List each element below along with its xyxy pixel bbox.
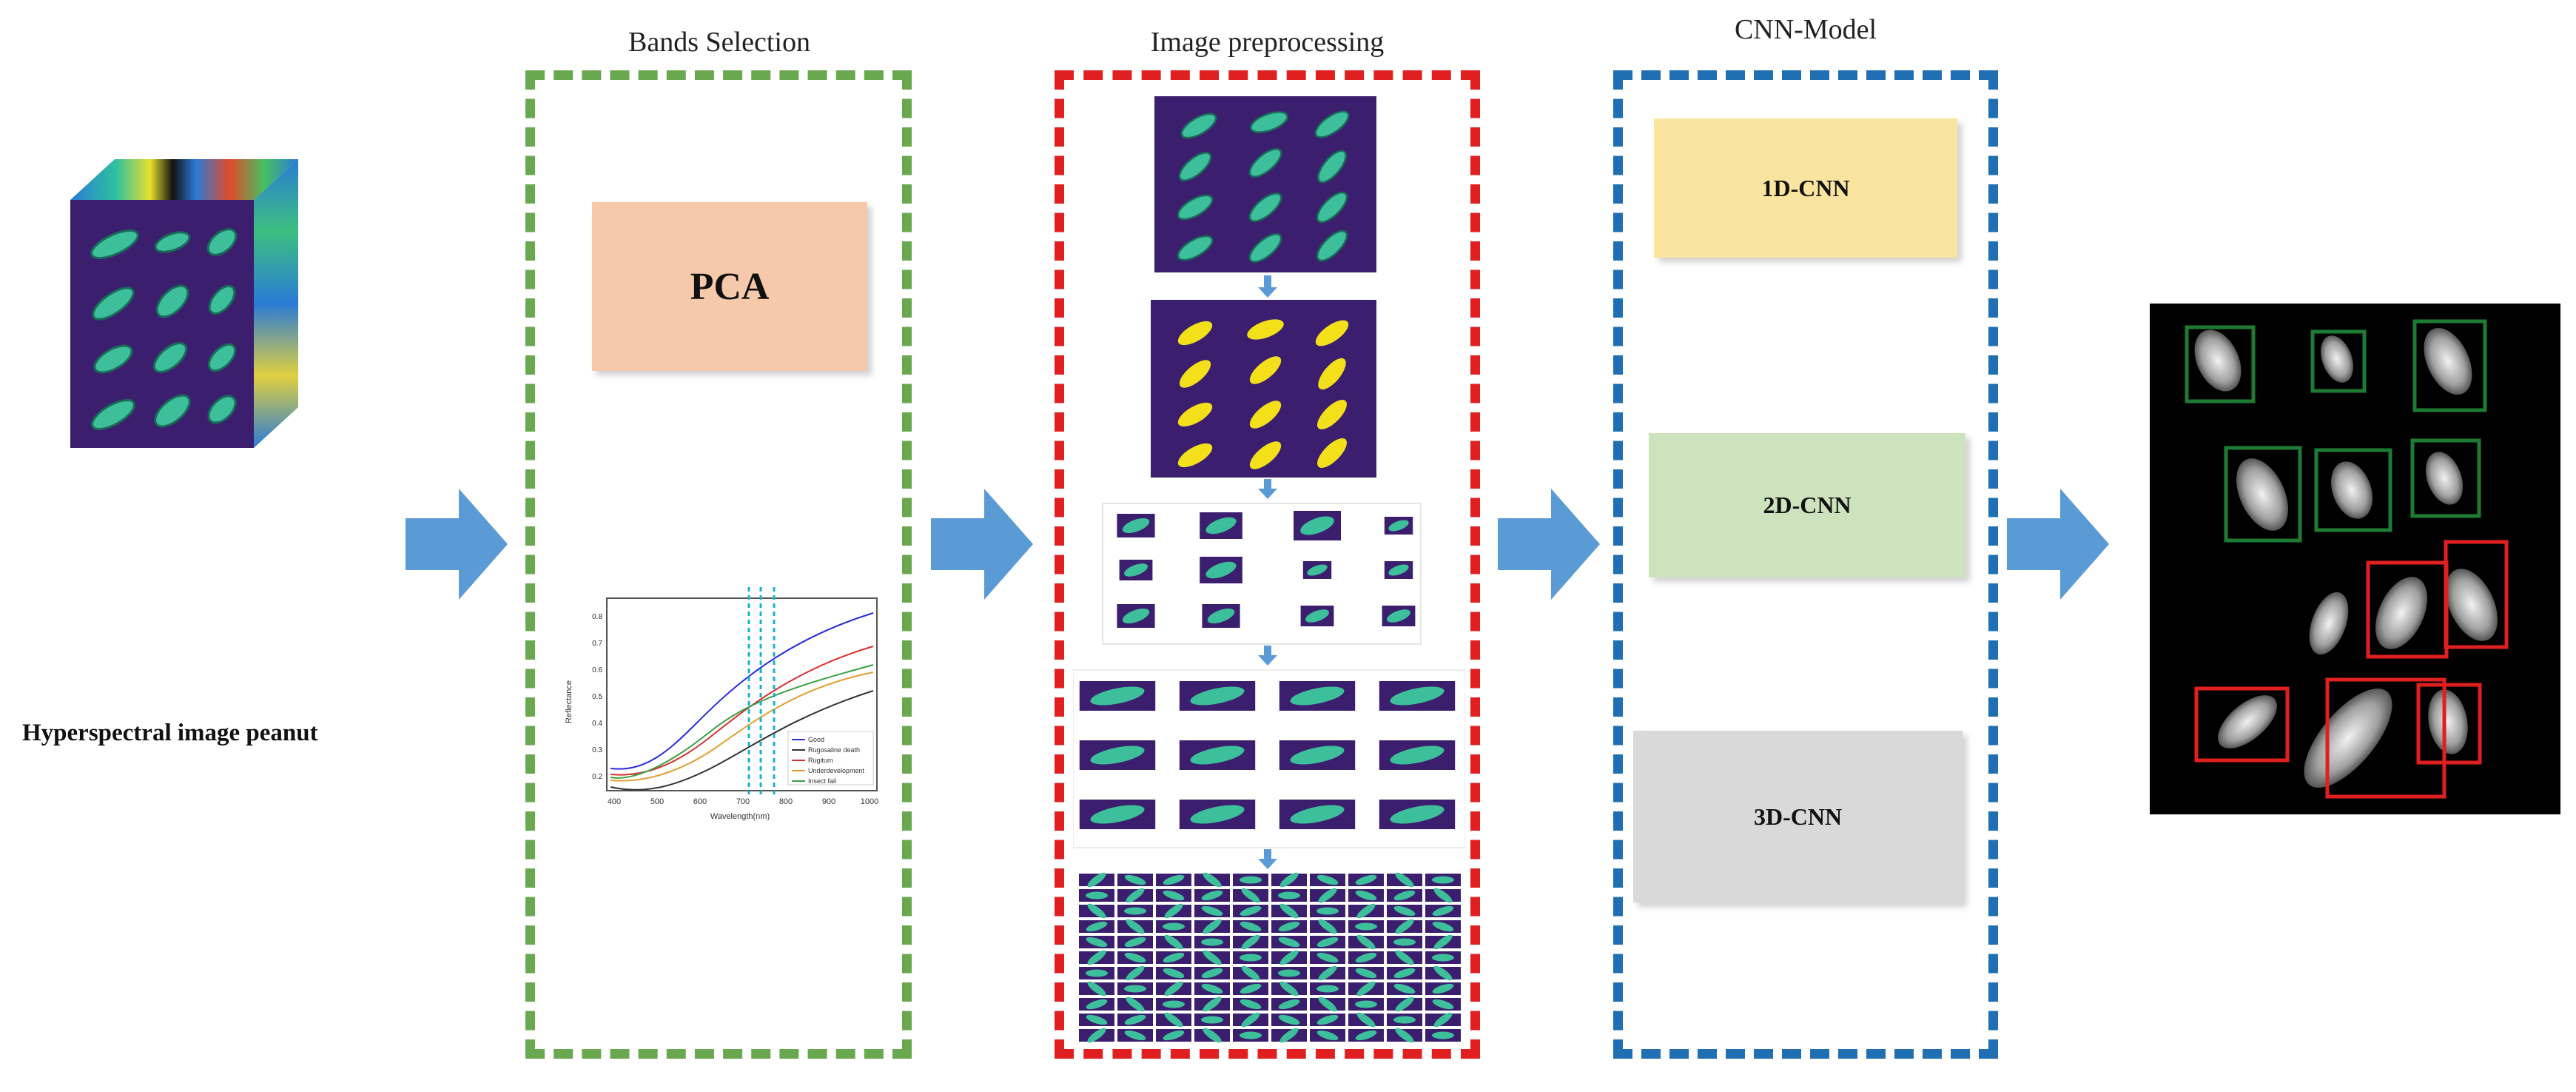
ytick-6: 0.2 (592, 773, 602, 781)
bands-selection-frame (525, 70, 912, 1059)
xtick-5: 900 (822, 797, 835, 806)
model-3d-cnn-box: 3D-CNN (1633, 731, 1963, 902)
hyperspectral-cube (70, 159, 298, 448)
preprocessing-steps (1073, 96, 1465, 1043)
arrow-3 (1498, 489, 1600, 600)
ytick-0: 0.8 (592, 613, 602, 621)
spectral-reflectance-plot: Good Rugosaline death Rugitum Underdevel… (555, 583, 888, 835)
ytick-3: 0.5 (592, 693, 602, 701)
legend-1: Rugosaline death (808, 746, 860, 754)
legend-3: Underdevelopment (808, 767, 865, 774)
ytick-5: 0.3 (592, 746, 602, 754)
xtick-2: 600 (693, 797, 707, 806)
arrow-2 (931, 489, 1033, 600)
input-caption: Hyperspectral image peanut (22, 720, 318, 746)
pca-box: PCA (592, 202, 867, 371)
arrow-1 (406, 489, 508, 600)
ytick-2: 0.6 (592, 666, 602, 674)
cnn-model-frame (1613, 70, 1998, 1059)
xtick-0: 400 (608, 797, 621, 806)
ytick-4: 0.4 (592, 720, 602, 728)
xtick-6: 1000 (861, 797, 878, 806)
ytick-1: 0.7 (592, 640, 602, 648)
xtick-1: 500 (650, 797, 664, 806)
image-preprocessing-frame (1055, 70, 1480, 1059)
legend-4: Insect fail (808, 777, 836, 785)
classification-result-image (2150, 304, 2560, 814)
arrow-4 (2007, 489, 2109, 600)
model-2d-cnn-box: 2D-CNN (1649, 433, 1965, 577)
cnn-model-title: CNN-Model (1734, 14, 1877, 45)
legend-0: Good (808, 736, 824, 743)
bands-selection-title: Bands Selection (628, 27, 810, 58)
image-preprocessing-title: Image preprocessing (1150, 27, 1385, 58)
xtick-3: 700 (736, 797, 750, 806)
legend-2: Rugitum (808, 757, 833, 764)
xtick-4: 800 (779, 797, 793, 806)
model-1d-cnn-box: 1D-CNN (1654, 118, 1957, 258)
x-axis-label: Wavelength(nm) (710, 812, 770, 821)
y-axis-label: Reflectance (565, 680, 574, 723)
